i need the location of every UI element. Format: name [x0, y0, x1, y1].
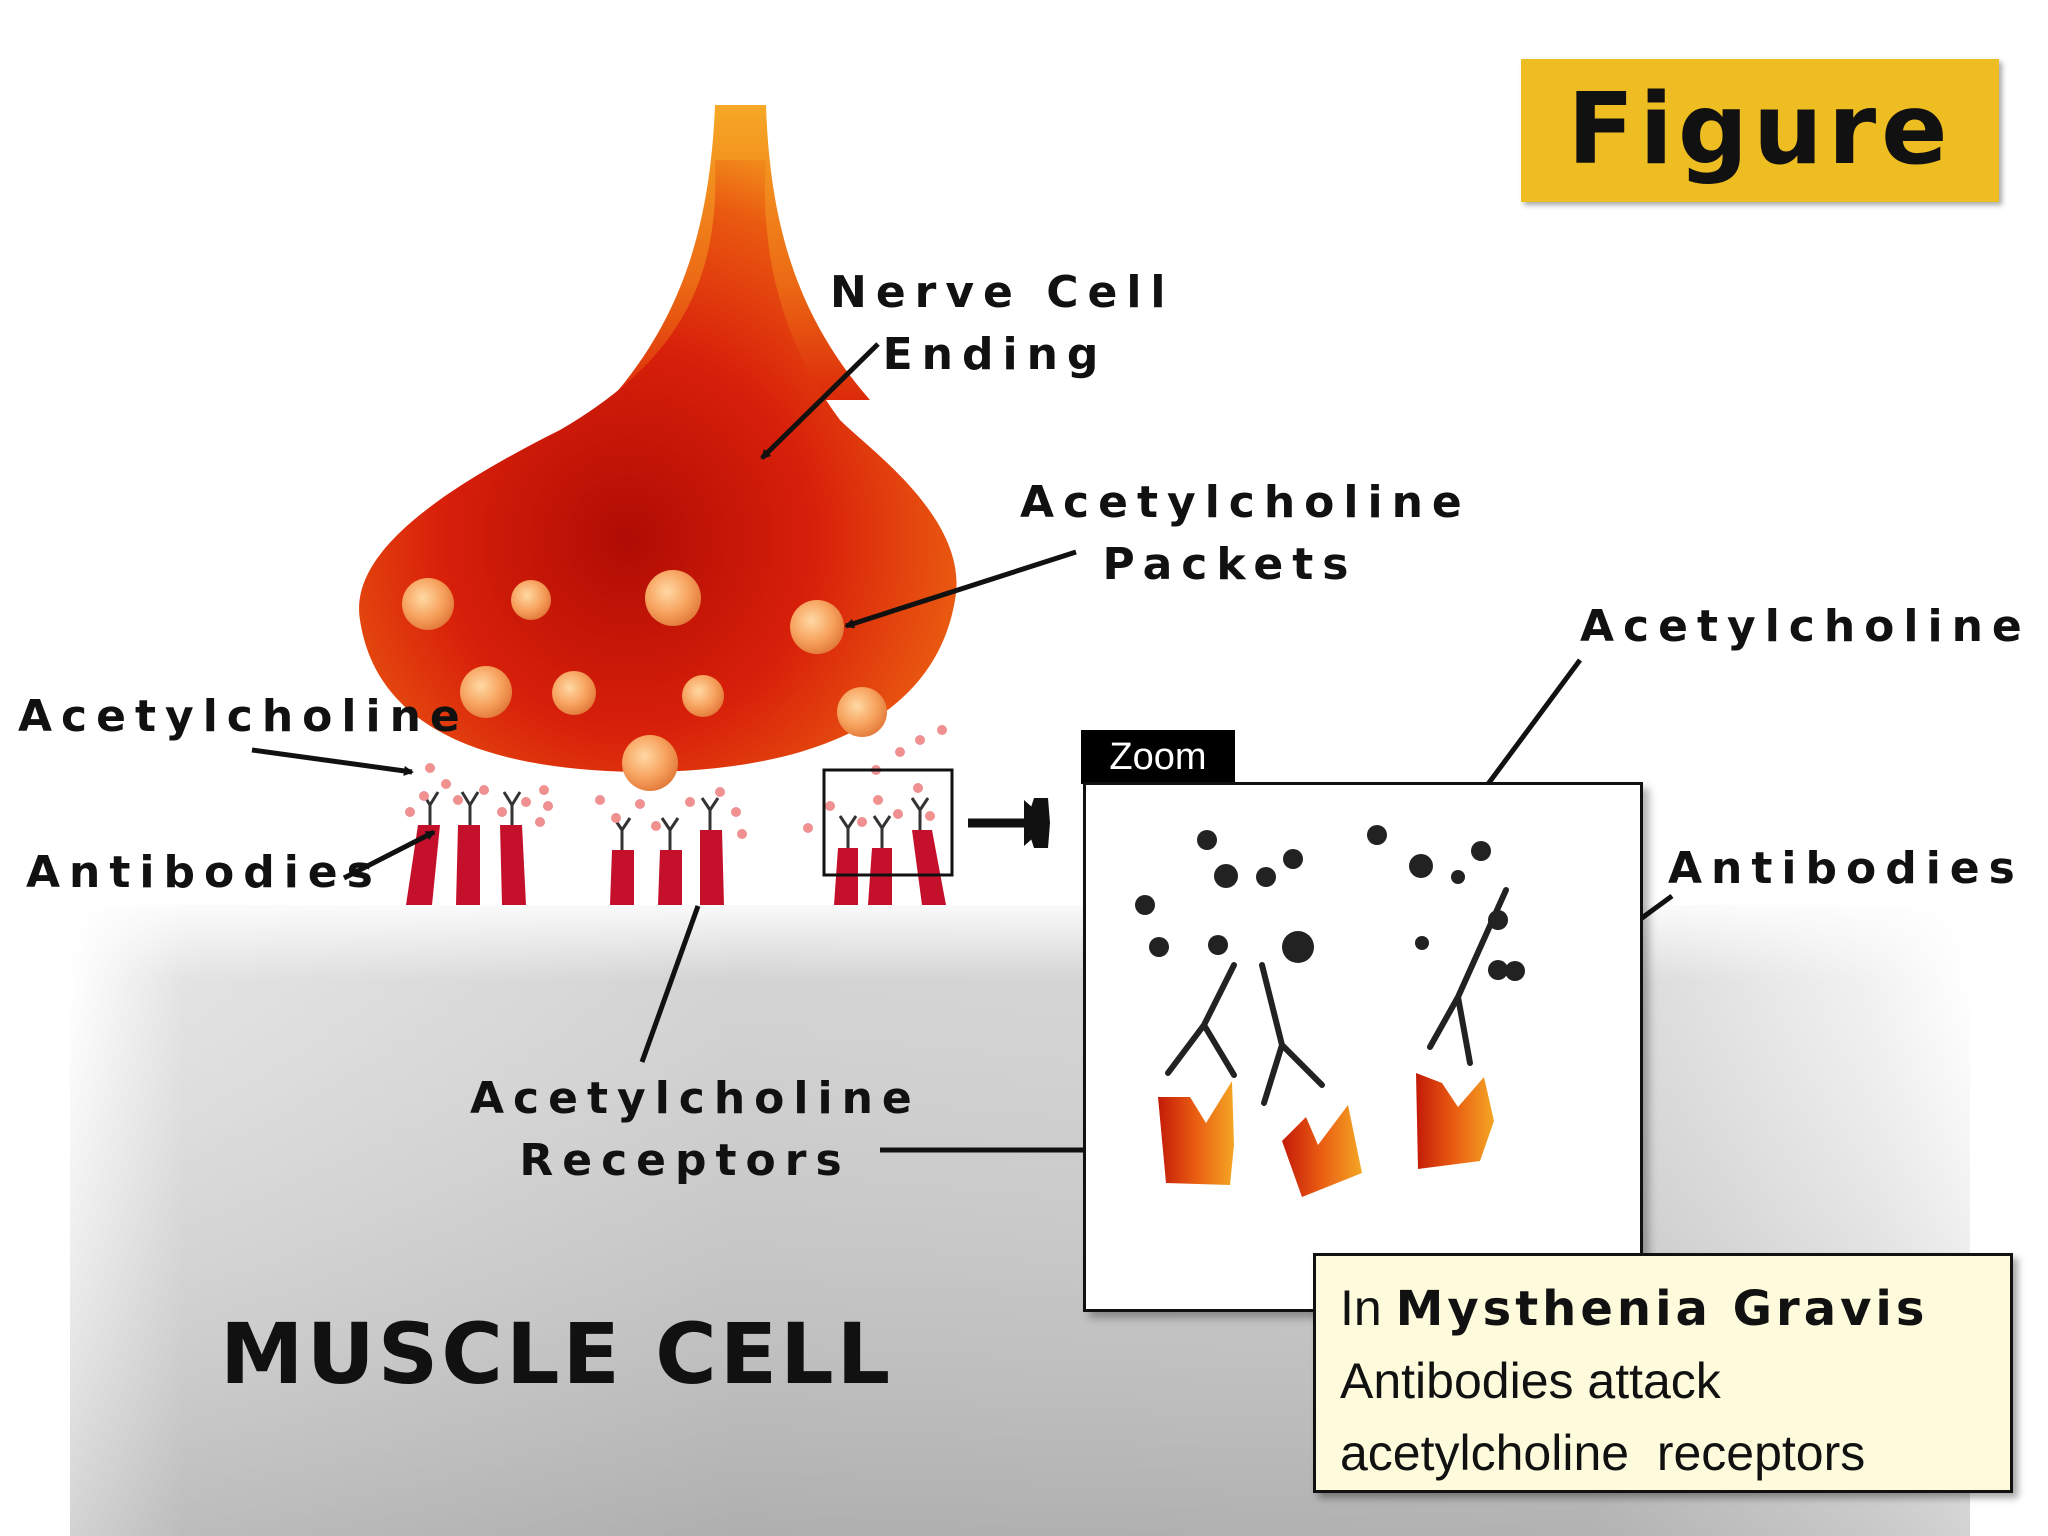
label-antibodies-right: Antibodies	[1668, 843, 2024, 894]
vesicle	[511, 580, 551, 620]
callout-line2: Antibodies attack	[1340, 1353, 1721, 1409]
label-acetylcholine-right: Acetylcholine	[1580, 601, 2031, 652]
receptor	[500, 825, 526, 905]
callout-prefix: In	[1340, 1280, 1382, 1336]
pointer-antibodies-left	[342, 829, 436, 881]
vesicle	[622, 735, 678, 791]
antibodies-small	[420, 791, 930, 850]
figure-badge-text: Figure	[1567, 73, 1953, 187]
pointer-nerve-cell-ending	[760, 342, 880, 460]
label-ach-receptors-line1: Acetylcholine	[470, 1073, 921, 1124]
receptor	[610, 850, 634, 905]
zoom-tab: Zoom	[1081, 730, 1235, 784]
vesicle	[552, 671, 596, 715]
callout-line3: acetylcholine receptors	[1340, 1425, 1866, 1481]
pointer-acetylcholine-left	[251, 747, 414, 776]
receptor	[658, 850, 682, 905]
acetylcholine-packets	[402, 570, 887, 791]
pointer-ach-packets	[844, 549, 1077, 629]
figure-badge: Figure	[1521, 59, 1999, 202]
receptors-zoom	[1158, 1073, 1494, 1197]
vesicle	[645, 570, 701, 626]
callout-line1: In Mysthenia Gravis	[1340, 1272, 1986, 1345]
label-acetylcholine-receptors: Acetylcholine Receptors	[470, 1068, 921, 1192]
receptor	[700, 830, 724, 905]
vesicle	[682, 675, 724, 717]
label-nerve-cell-ending-line1: Nerve Cell	[830, 267, 1175, 318]
label-acetylcholine-packets: Acetylcholine Packets	[1020, 472, 1471, 596]
callout-emphasis: Mysthenia Gravis	[1395, 1281, 1929, 1337]
receptor	[456, 825, 480, 905]
zoom-detail	[1135, 825, 1525, 1197]
zoom-selection-frame	[822, 768, 954, 877]
receptor-zoom	[1416, 1073, 1494, 1169]
vesicle	[402, 578, 454, 630]
vesicle	[460, 666, 512, 718]
nerve-cell-ending	[359, 160, 957, 772]
pointer-ach-receptors	[639, 905, 701, 1063]
label-nerve-cell-ending: Nerve Cell Ending	[830, 262, 1175, 386]
label-ach-packets-line2: Packets	[1102, 539, 1358, 590]
antibody	[1427, 887, 1509, 1066]
zoom-panel	[1083, 782, 1643, 1312]
acetylcholine-receptors-group	[406, 825, 946, 905]
label-antibodies-left: Antibodies	[26, 847, 382, 898]
label-acetylcholine-left: Acetylcholine	[18, 691, 469, 742]
vesicle	[790, 600, 844, 654]
receptor	[406, 825, 440, 905]
label-ach-receptors-line2: Receptors	[519, 1135, 851, 1186]
antibody	[1165, 962, 1237, 1078]
acetylcholine-molecules-zoom	[1135, 825, 1525, 981]
antibody	[1259, 962, 1325, 1106]
label-nerve-cell-ending-line2: Ending	[882, 329, 1108, 380]
receptor	[912, 830, 946, 905]
vesicle	[837, 687, 887, 737]
receptor-zoom	[1158, 1081, 1234, 1185]
label-ach-packets-line1: Acetylcholine	[1020, 477, 1471, 528]
receptor-zoom	[1282, 1105, 1362, 1197]
mysthenia-gravis-callout: In Mysthenia Gravis Antibodies attack ac…	[1313, 1253, 2013, 1493]
antibodies-zoom	[1165, 887, 1509, 1106]
label-muscle-cell: MUSCLE CELL	[220, 1305, 894, 1403]
